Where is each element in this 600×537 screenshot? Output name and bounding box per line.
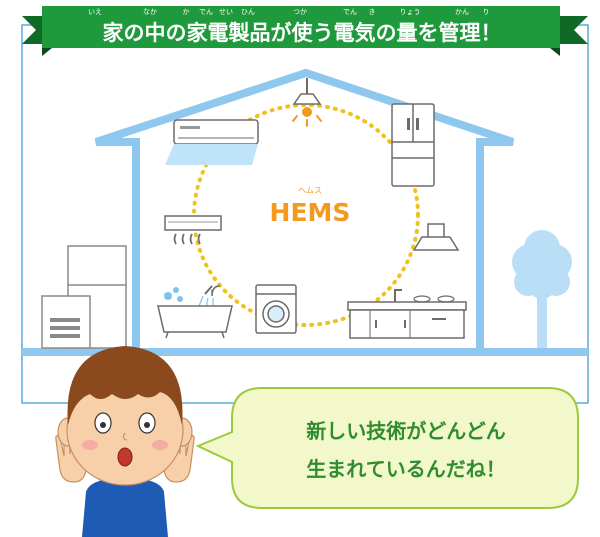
ventilation-fan-icon [164,215,222,245]
title-banner [22,6,588,56]
svg-text:き: き [369,8,376,16]
svg-text:ひん: ひん [241,8,255,16]
tree-icon [512,230,572,348]
banner-title: 家の中の家電製品が使う電気の量を管理！ [103,21,502,45]
svg-text:いえ: いえ [88,8,102,16]
kitchen-counter-icon [347,289,467,339]
hems-ruby: ヘムス [298,186,322,195]
range-hood-icon [412,223,460,251]
speech-line-1: 新しい技術がどんどん [306,419,505,443]
ground-line [22,348,588,356]
svg-text:り: り [483,8,490,16]
neighbor-house-icon [41,245,127,349]
svg-text:でん: でん [199,8,213,16]
hems-label: HEMS [270,198,351,227]
refrigerator-icon [391,103,435,187]
svg-text:せい: せい [219,8,233,16]
svg-text:か: か [183,8,190,16]
air-conditioner-icon [165,119,259,165]
svg-text:でん: でん [343,8,357,16]
svg-text:りょう: りょう [400,8,421,16]
speech-line-2: 生まれているんだね！ [306,457,505,481]
svg-text:つか: つか [293,8,307,16]
speech-bubble [195,387,579,509]
washing-machine-icon [255,284,297,334]
bathtub-icon [157,285,233,339]
banner-ruby: いえ なか か でん せい ひん つか でん き りょう かん り [88,8,490,16]
svg-text:かん: かん [455,8,469,16]
house-outline [94,68,515,348]
svg-text:なか: なか [143,8,157,16]
ceiling-light-icon [292,78,322,127]
boy-icon [55,346,195,537]
hems-connection-ring [192,103,420,327]
